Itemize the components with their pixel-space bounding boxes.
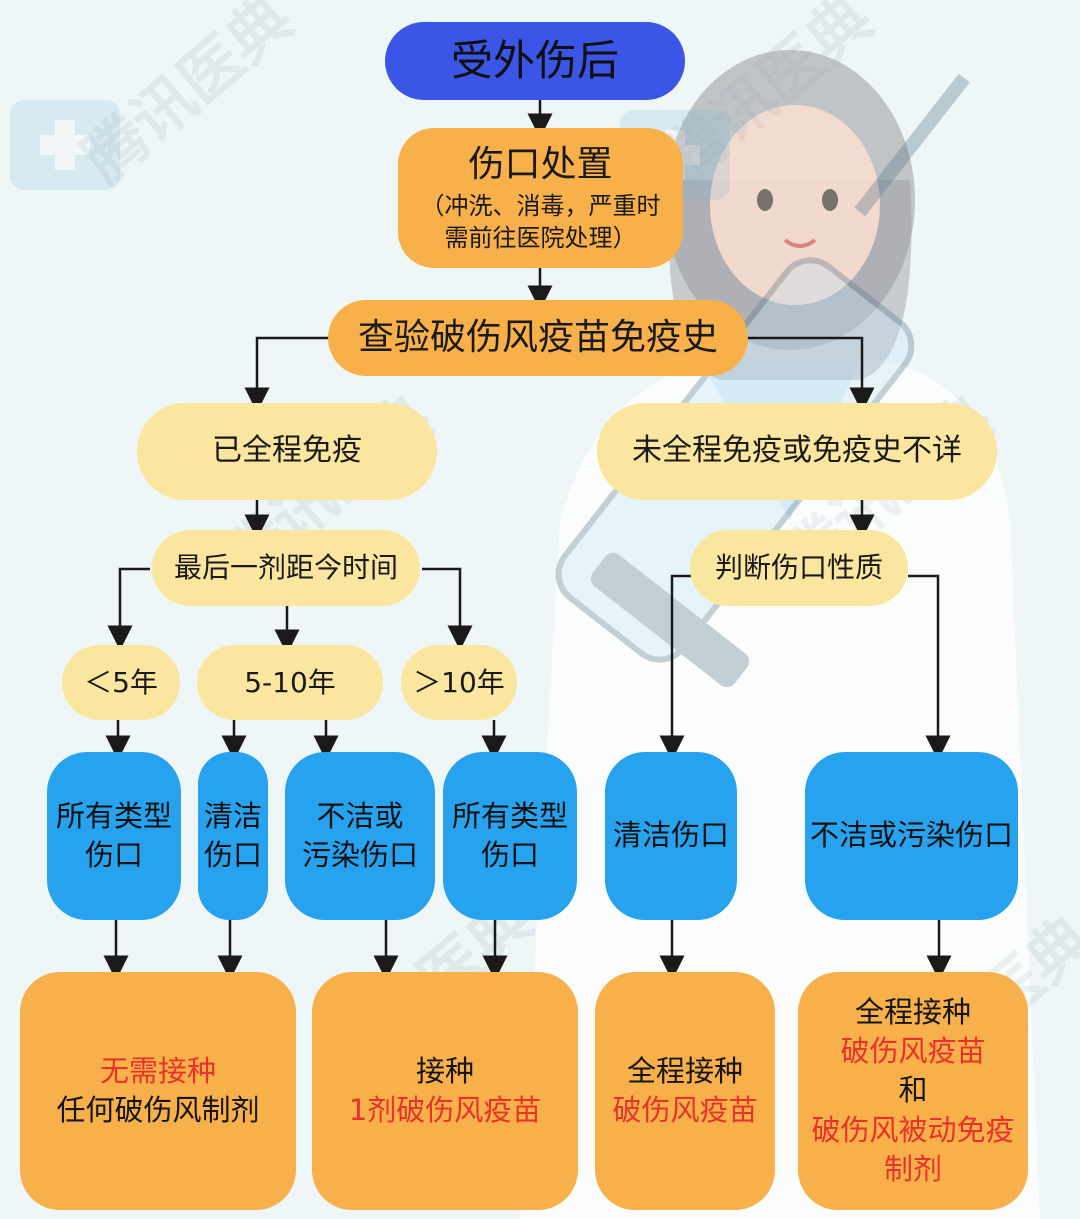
check-history-node: 查验破伤风疫苗免疫史 [328,300,748,376]
clean-wound-label: 伤口 [203,838,262,872]
start-node: 受外伤后 [385,22,685,100]
result-one-dose: 接种 1剂破伤风疫苗 [312,972,578,1210]
result-no-vaccine-text: 任何破伤风制剂 [56,1093,260,1127]
judge-wound-label: 判断伤口性质 [714,551,883,585]
result-full-course-dirty-highlight: 破伤风疫苗 [840,1034,986,1069]
result-one-dose-text: 接种 [415,1053,474,1088]
wound-care-title: 伤口处置 [468,144,613,186]
gt10-years-node: ＞10年 [401,645,517,720]
result-full-course-clean-text: 全程接种 [626,1053,743,1088]
not-fully-immunized-node: 未全程免疫或免疫史不详 [597,403,997,500]
wound-care-note: 需前往医院处理） [444,224,637,253]
result-full-course-clean: 全程接种 破伤风疫苗 [595,972,775,1210]
dirty-wound-label: 不洁或污染伤口 [809,818,1013,853]
check-history-label: 查验破伤风疫苗免疫史 [357,316,718,358]
not-fully-immunized-label: 未全程免疫或免疫史不详 [632,433,962,469]
fully-immunized-node: 已全程免疫 [137,403,437,500]
start-node-label: 受外伤后 [450,35,619,85]
clean-wound-label: 清洁 [203,798,262,833]
dirty-wound-node: 不洁或 污染伤口 [285,752,435,920]
dirty-wound-label: 不洁或 [316,798,404,833]
result-full-course-clean-highlight: 破伤风疫苗 [612,1093,758,1127]
result-no-vaccine: 无需接种 任何破伤风制剂 [20,972,296,1210]
lt5-years-node: ＜5年 [62,645,180,720]
result-full-course-dirty-text: 全程接种 [854,995,971,1030]
dirty-wound-node: 不洁或污染伤口 [805,752,1018,920]
wound-care-node: 伤口处置 （冲洗、消毒，严重时 需前往医院处理） [398,128,683,268]
result-one-dose-highlight: 1剂破伤风疫苗 [348,1093,542,1127]
dirty-wound-label: 污染伤口 [301,838,418,872]
all-types-wound-node: 所有类型 伤口 [443,752,577,920]
gt10-years-label: ＞10年 [413,665,505,699]
fully-immunized-label: 已全程免疫 [212,433,362,469]
5-10-years-node: 5-10年 [197,645,383,720]
all-types-wound-label: 所有类型 [55,798,172,833]
5-10-years-label: 5-10年 [244,665,336,699]
result-no-vaccine-highlight: 无需接种 [99,1053,216,1088]
judge-wound-node: 判断伤口性质 [690,530,908,606]
result-full-course-dirty-highlight: 制剂 [883,1151,942,1186]
result-full-course-dirty: 全程接种 破伤风疫苗 和 破伤风被动免疫 制剂 [798,972,1028,1210]
all-types-wound-label: 伤口 [84,838,143,872]
all-types-wound-label: 所有类型 [451,798,568,833]
result-full-course-dirty-and: 和 [898,1073,928,1108]
result-full-course-dirty-highlight: 破伤风被动免疫 [811,1112,1015,1147]
wound-care-note: （冲洗、消毒，严重时 [420,191,661,220]
lt5-years-label: ＜5年 [84,665,158,699]
all-types-wound-node: 所有类型 伤口 [47,752,181,920]
all-types-wound-label: 伤口 [480,838,539,872]
time-since-last-label: 最后一剂距今时间 [173,551,398,585]
time-since-last-node: 最后一剂距今时间 [152,530,420,606]
clean-wound-node: 清洁伤口 [605,752,737,920]
clean-wound-node: 清洁 伤口 [198,752,268,920]
clean-wound-label: 清洁伤口 [612,818,729,853]
